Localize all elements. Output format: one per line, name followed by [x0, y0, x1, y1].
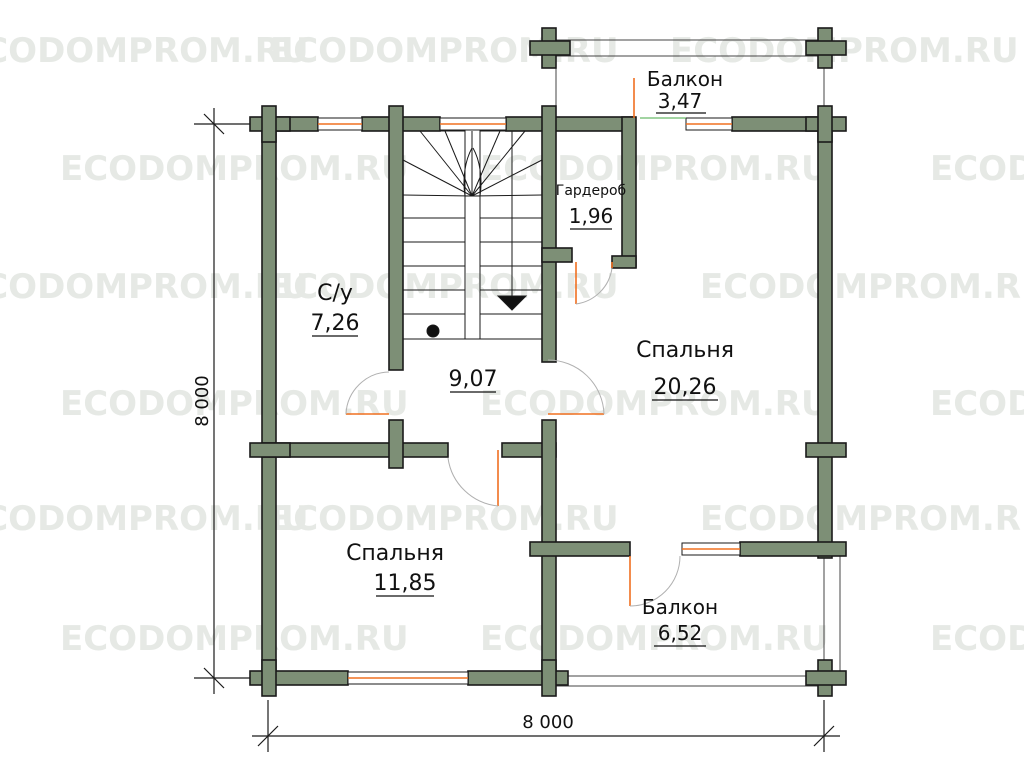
windows	[317, 117, 741, 685]
wall-right	[817, 117, 833, 559]
wall-knob	[805, 442, 847, 458]
wall-wardrobe-stub	[611, 255, 637, 269]
watermark-text: ECODOMPROM.RU	[700, 499, 1024, 539]
room-label-wardrobe: Гардероб 1,96	[556, 183, 626, 230]
wall-knob	[817, 105, 833, 143]
wall-knob	[541, 659, 557, 697]
watermark-row-2: ECODOMPROM.RU ECODOMPROM.RU ECODOMPROM.R…	[60, 149, 1024, 189]
watermark-text: ECODOMPROM.RU	[930, 149, 1024, 189]
watermark-text: ECODOMPROM.RU	[0, 31, 309, 71]
dim-tick	[203, 113, 225, 135]
wall-balcony-right	[739, 541, 847, 557]
dimension-labels: 8 000 8 000	[192, 375, 574, 733]
wall-left	[261, 117, 277, 685]
room-name: Балкон	[642, 595, 718, 619]
staircase	[402, 130, 543, 340]
watermark-text: ECODOMPROM.RU	[270, 267, 619, 307]
balcony-railings	[555, 39, 841, 687]
balcony-post	[805, 40, 847, 56]
width-dimension-label: 8 000	[522, 712, 574, 733]
room-area: 3,47	[658, 89, 703, 113]
room-label-bedroom-large: Спальня 20,26	[636, 338, 734, 401]
dimension-lines	[194, 108, 840, 752]
dim-tick	[203, 667, 225, 689]
room-area: 11,85	[374, 571, 437, 596]
dim-tick	[813, 725, 835, 747]
watermark-text: ECODOMPROM.RU	[0, 499, 309, 539]
room-label-hall: 9,07	[449, 367, 498, 393]
watermark-text: ECODOMPROM.RU	[60, 149, 409, 189]
room-area: 1,96	[569, 204, 614, 228]
room-labels: С/у 7,26 9,07 Гардероб 1,96 Спальня 20,2…	[311, 67, 734, 647]
wall-balcony-right	[529, 541, 631, 557]
room-label-balcony-right: Балкон 6,52	[642, 595, 718, 647]
wall-knob	[261, 105, 277, 143]
room-area: 6,52	[658, 621, 703, 645]
watermark-layer: ECODOMPROM.RU ECODOMPROM.RU ECODOMPROM.R…	[0, 31, 1024, 659]
watermark-text: ECODOMPROM.RU	[270, 499, 619, 539]
watermark-row-4: ECODOMPROM.RU ECODOMPROM.RU ECODOMPROM.R…	[60, 384, 1024, 424]
room-area: 9,07	[449, 367, 498, 392]
wall-stair-right	[541, 105, 557, 363]
watermark-text: ECODOMPROM.RU	[60, 384, 409, 424]
height-dimension-label: 8 000	[192, 375, 213, 427]
watermark-text: ECODOMPROM.RU	[700, 267, 1024, 307]
watermark-text: ECODOMPROM.RU	[480, 384, 829, 424]
wall-top	[505, 116, 635, 132]
room-name: С/у	[317, 281, 353, 306]
wall-stub	[541, 247, 573, 263]
room-label-balcony-top: Балкон 3,47	[647, 67, 723, 114]
watermark-row-3: ECODOMPROM.RU ECODOMPROM.RU ECODOMPROM.R…	[0, 267, 1024, 307]
room-label-bedroom-small: Спальня 11,85	[346, 541, 444, 597]
balcony-post	[529, 40, 571, 56]
balcony-post	[805, 670, 847, 686]
room-name: Балкон	[647, 67, 723, 91]
watermark-row-1: ECODOMPROM.RU ECODOMPROM.RU ECODOMPROM.R…	[0, 31, 1019, 71]
watermark-text: ECODOMPROM.RU	[60, 619, 409, 659]
dim-tick	[257, 725, 279, 747]
watermark-text: ECODOMPROM.RU	[930, 384, 1024, 424]
room-area: 20,26	[654, 375, 717, 400]
watermark-text: ECODOMPROM.RU	[480, 619, 829, 659]
watermark-text: ECODOMPROM.RU	[480, 149, 829, 189]
wall-knob	[261, 659, 277, 697]
stair-arrow-icon	[496, 295, 528, 311]
room-area: 7,26	[311, 311, 360, 336]
room-name: Спальня	[346, 541, 444, 566]
wall-middle-post	[388, 419, 404, 469]
watermark-text: ECODOMPROM.RU	[930, 619, 1024, 659]
walls	[249, 27, 847, 697]
room-name: Гардероб	[556, 183, 626, 199]
stair-start-dot-icon	[426, 324, 440, 338]
watermark-text: ECODOMPROM.RU	[0, 267, 309, 307]
room-label-bathroom: С/у 7,26	[311, 281, 360, 337]
watermark-row-5: ECODOMPROM.RU ECODOMPROM.RU ECODOMPROM.R…	[0, 499, 1024, 539]
room-name: Спальня	[636, 338, 734, 363]
wall-knob	[249, 442, 291, 458]
doors	[345, 78, 686, 607]
wall-stair-left	[388, 105, 404, 371]
watermark-row-6: ECODOMPROM.RU ECODOMPROM.RU ECODOMPROM.R…	[60, 619, 1024, 659]
